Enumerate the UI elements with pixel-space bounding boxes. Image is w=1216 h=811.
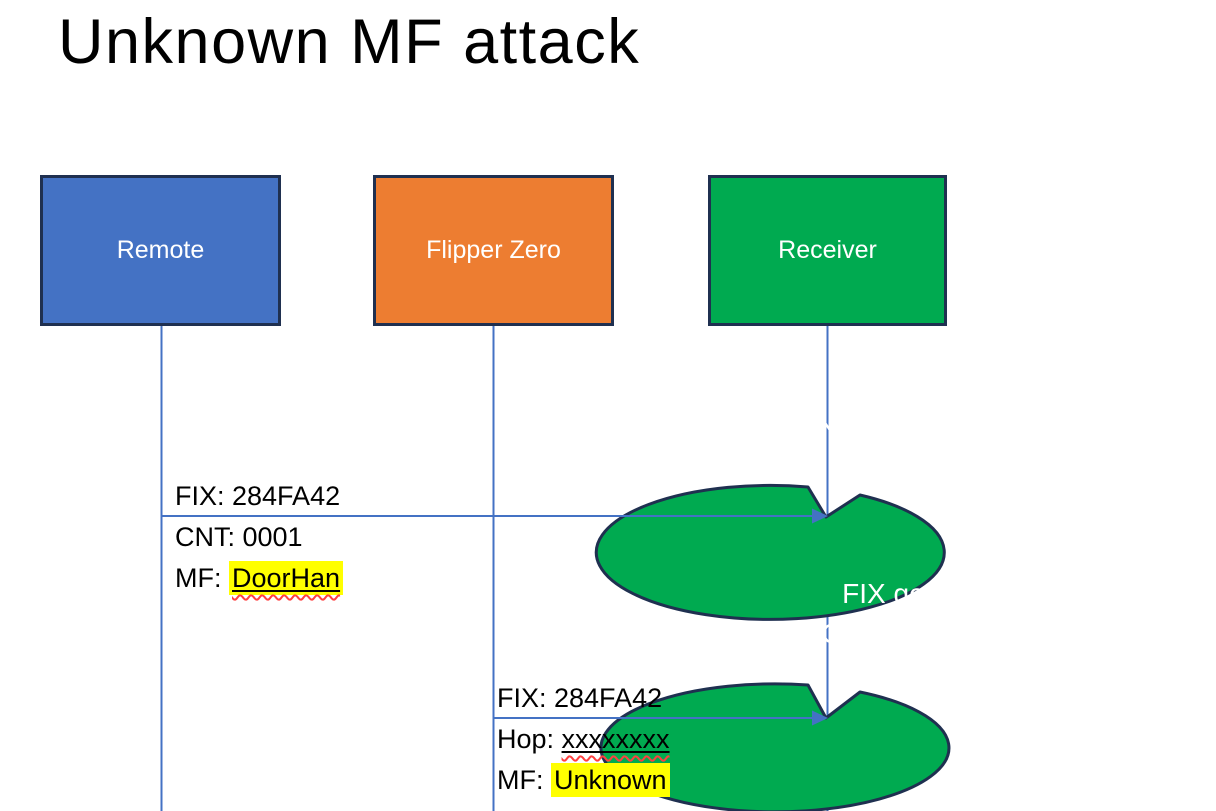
actor-label-receiver: Receiver [778,236,877,264]
bubble1-text: FIX good CNT 0001 good “Opened” [725,372,1073,492]
bubble2-text: FIX good CNT is ???? “Opened” [725,574,1073,694]
actor-box-flipper-zero: Flipper Zero [373,175,614,326]
message2-line-hop: Hop: xxxxxxxx [497,719,670,760]
message2-line-mf: MF: Unknown [497,760,670,801]
actor-label-flipper-zero: Flipper Zero [426,236,561,264]
bubble1-line3: “Opened” [839,456,959,487]
message1-label-block: FIX: 284FA42 CNT: 0001 MF: DoorHan [175,476,344,599]
message2-hop-prefix: Hop: [497,724,562,754]
message1-line-cnt: CNT: 0001 [175,522,303,552]
bubble2-shape [599,682,951,811]
message2-label-block: FIX: 284FA42 Hop: xxxxxxxx MF: Unknown [497,678,670,801]
message2-mf-prefix: MF: [497,765,551,795]
message2-line-fix: FIX: 284FA42 [497,683,663,713]
message2-hop-value: xxxxxxxx [561,724,670,754]
bubble2-line3: “Opened” [839,658,959,689]
message2-hop-squiggle: xxxxxxxx [562,724,670,754]
bubble1-line1: FIX good [842,376,956,407]
bubble1-shape [594,483,946,621]
actor-box-remote: Remote [40,175,281,326]
bubble1-line2: CNT 0001 good [800,416,998,447]
message1-line-fix: FIX: 284FA42 [175,481,341,511]
bubble2-line1: FIX good [842,578,956,609]
message2-arrowhead [812,710,828,726]
slide-title: Unknown MF attack [58,7,641,77]
actor-box-receiver: Receiver [708,175,947,326]
message1-mf-prefix: MF: [175,563,229,593]
bubble2-line2: CNT is ???? [821,618,977,649]
message2-mf-value: Unknown [551,763,670,797]
message1-line-mf: MF: DoorHan [175,558,344,599]
message1-arrowhead [812,508,828,524]
actor-label-remote: Remote [116,236,205,264]
message1-mf-highlight: DoorHan [229,561,344,595]
message1-mf-value: DoorHan [232,563,341,593]
